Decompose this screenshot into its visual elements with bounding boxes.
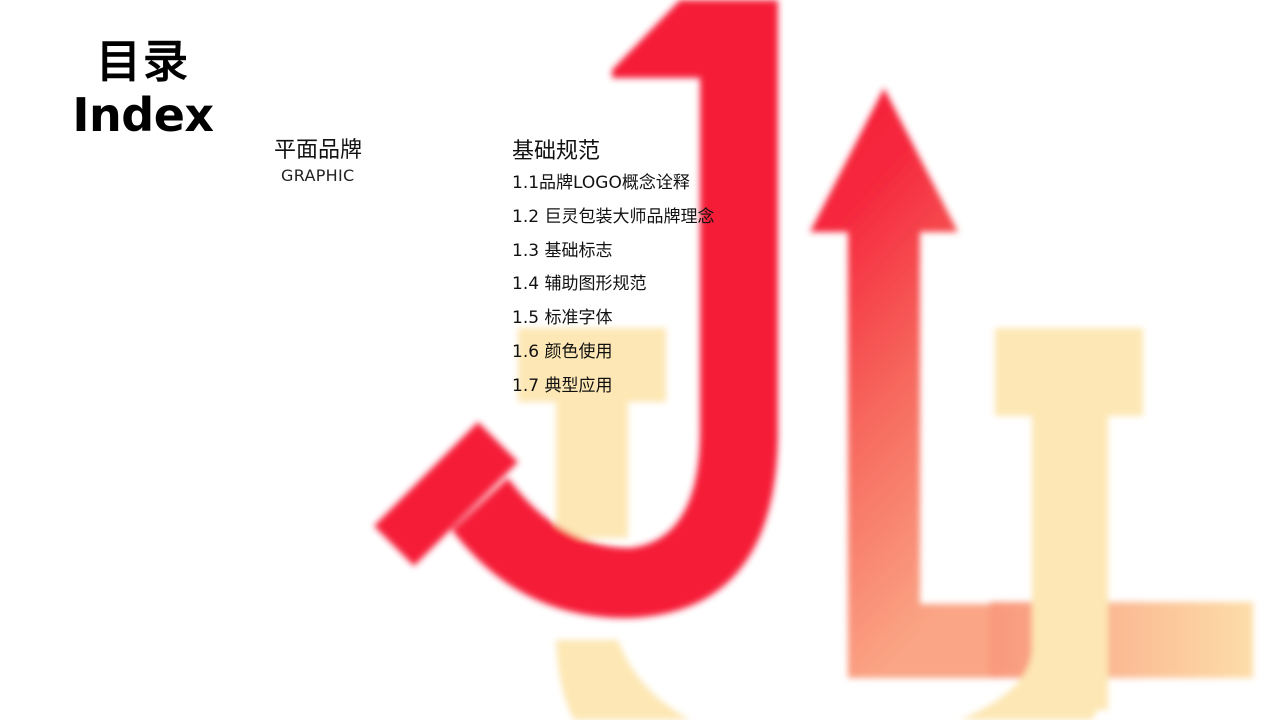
toc-item-1-1[interactable]: 1.1品牌LOGO概念诠释 bbox=[512, 173, 690, 193]
category-label-en: GRAPHIC bbox=[281, 166, 355, 185]
toc-item-1-3[interactable]: 1.3 基础标志 bbox=[512, 240, 613, 261]
toc-item-1-7[interactable]: 1.7 典型应用 bbox=[512, 375, 613, 396]
toc-item-1-4[interactable]: 1.4 辅助图形规范 bbox=[512, 274, 647, 295]
yellow-j-shape-center bbox=[518, 328, 690, 720]
category-label: 平面品牌 GRAPHIC bbox=[274, 137, 362, 187]
page-title-cn: 目录 bbox=[95, 35, 190, 88]
page-title-en: Index bbox=[72, 88, 214, 142]
category-label-cn: 平面品牌 bbox=[274, 138, 363, 163]
arrow-l-shape bbox=[810, 88, 1000, 678]
toc-list: 1.1品牌LOGO概念诠释 1.2 巨灵包装大师品牌理念 1.3 基础标志 1.… bbox=[512, 173, 714, 410]
yellow-j-shape-right bbox=[960, 328, 1143, 720]
toc-item-1-2[interactable]: 1.2 巨灵包装大师品牌理念 bbox=[512, 206, 715, 227]
section-title: 基础规范 bbox=[512, 139, 601, 164]
red-j-shape bbox=[374, 0, 778, 619]
toc-item-1-5[interactable]: 1.5 标准字体 bbox=[512, 308, 613, 329]
toc-item-1-6[interactable]: 1.6 颜色使用 bbox=[512, 341, 613, 362]
toc-section: 基础规范 1.1品牌LOGO概念诠释 1.2 巨灵包装大师品牌理念 1.3 基础… bbox=[512, 137, 714, 410]
page-title-block: 目录 Index bbox=[60, 34, 226, 140]
